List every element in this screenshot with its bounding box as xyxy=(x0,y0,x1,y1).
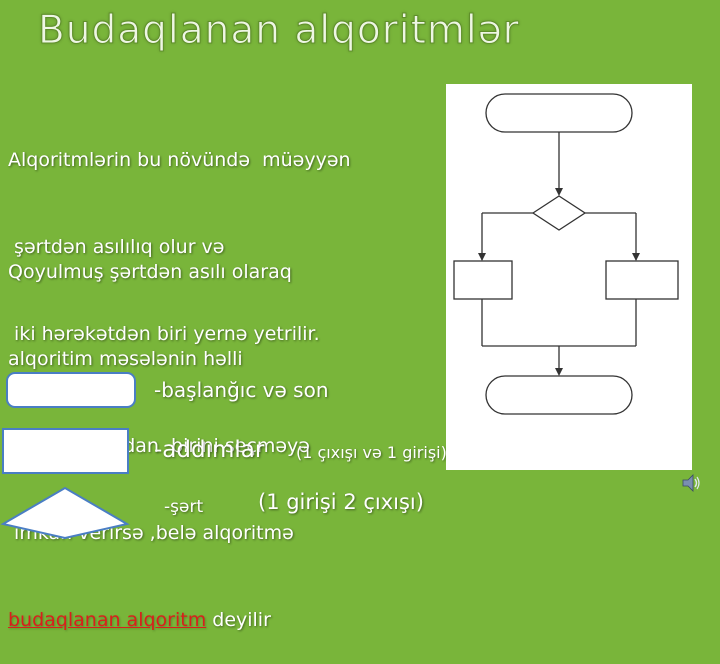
intro-line-3: iki hərəkətdən biri yernə yetrilir. xyxy=(8,323,320,345)
definition-line-1: Qoyulmuş şərtdən asılı olaraq xyxy=(8,261,292,283)
flowchart-process-right xyxy=(605,260,679,300)
flowchart-decision xyxy=(531,195,587,231)
flowchart-diagram xyxy=(453,93,679,415)
terminal-shape-sample xyxy=(6,372,136,408)
flowchart-arrow xyxy=(478,253,486,261)
flowchart-arrow xyxy=(555,368,563,376)
process-legend-note: (1 çıxışı və 1 girişi) xyxy=(296,443,447,462)
process-shape-sample xyxy=(2,428,129,474)
definition-line-2: alqoritim məsələnin həlli xyxy=(8,348,243,370)
decision-legend-label: -şərt xyxy=(164,497,204,517)
intro-paragraph: Alqoritmlərin bu növündə müəyyən şərtdən… xyxy=(8,88,351,378)
definition-line-5: budaqlanan alqoritm deyilir xyxy=(8,606,310,635)
decision-shape-sample xyxy=(0,486,130,540)
flowchart-end-terminal xyxy=(485,375,633,415)
intro-line-1: Alqoritmlərin bu növündə müəyyən xyxy=(8,149,351,171)
decision-legend-note: (1 girişi 2 çıxışı) xyxy=(258,490,424,514)
flowchart-start-terminal xyxy=(485,93,633,133)
definition-suffix: deyilir xyxy=(206,609,271,631)
slide-title: Budaqlanan alqoritmlər xyxy=(38,8,520,54)
flowchart-arrow xyxy=(632,253,640,261)
terminal-legend-label: -başlanğıc və son xyxy=(154,378,329,402)
flowchart-process-left xyxy=(453,260,513,300)
speaker-icon[interactable] xyxy=(680,472,702,494)
process-legend-label: -addımlar xyxy=(154,437,265,463)
intro-line-2: şərtdən asılılıq olur və xyxy=(8,236,225,258)
flowchart-arrow xyxy=(555,188,563,196)
highlight-term: budaqlanan alqoritm xyxy=(8,609,207,631)
flowchart-panel xyxy=(446,84,692,470)
